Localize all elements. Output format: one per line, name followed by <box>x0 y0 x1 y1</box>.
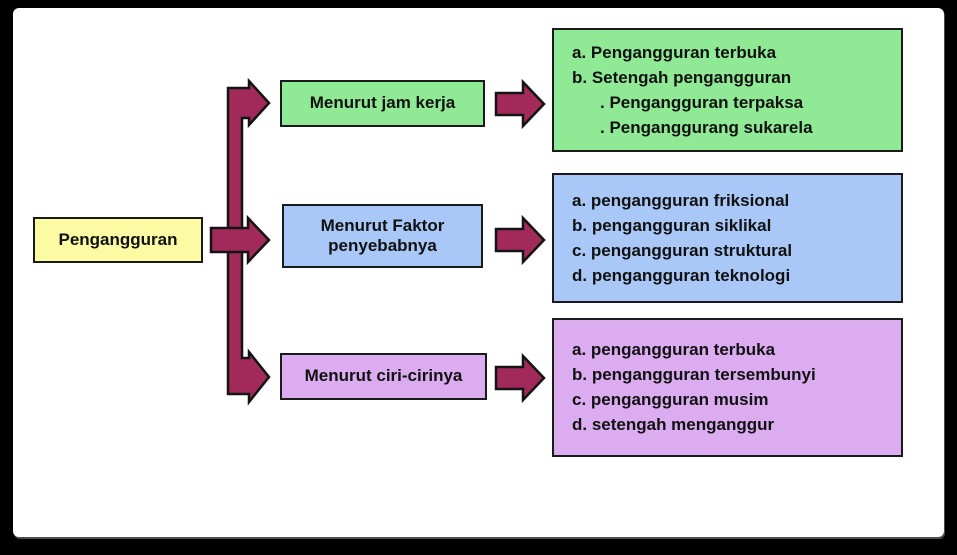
list-item: c. pengangguran musim <box>572 390 769 409</box>
root-node-label: Pengangguran <box>58 229 178 249</box>
list-item: . Penganggurang sukarela <box>600 118 813 137</box>
detail-box-jam-kerja: a. Pengangguran terbuka b. Setengah peng… <box>552 28 903 152</box>
branch-node-label: Menurut ciri-cirinya <box>304 366 463 386</box>
branch-node-jam-kerja: Menurut jam kerja <box>280 80 485 127</box>
list-item: a. pengangguran terbuka <box>572 340 776 359</box>
root-node-pengangguran: Pengangguran <box>33 217 203 263</box>
list-item: d. pengangguran teknologi <box>572 266 791 285</box>
list-item: d. setengah menganggur <box>572 415 775 434</box>
list-item: b. Setengah pengangguran <box>572 68 792 87</box>
detail-box-ciri-ciri: a. pengangguran terbuka b. pengangguran … <box>552 318 903 457</box>
branch-node-label: Menurut Faktor penyebabnya <box>320 215 445 255</box>
branch-node-ciri-ciri: Menurut ciri-cirinya <box>280 353 487 400</box>
list-item: . Pengangguran terpaksa <box>600 93 804 112</box>
list-item: c. pengangguran struktural <box>572 241 793 260</box>
branch-node-faktor-penyebab: Menurut Faktor penyebabnya <box>282 204 483 268</box>
list-item: a. pengangguran friksional <box>572 191 790 210</box>
branch-node-label: Menurut jam kerja <box>309 93 456 113</box>
list-item: b. pengangguran siklikal <box>572 216 772 235</box>
list-item: a. Pengangguran terbuka <box>572 43 777 62</box>
list-item: b. pengangguran tersembunyi <box>572 365 816 384</box>
detail-box-faktor-penyebab: a. pengangguran friksional b. penganggur… <box>552 173 903 303</box>
